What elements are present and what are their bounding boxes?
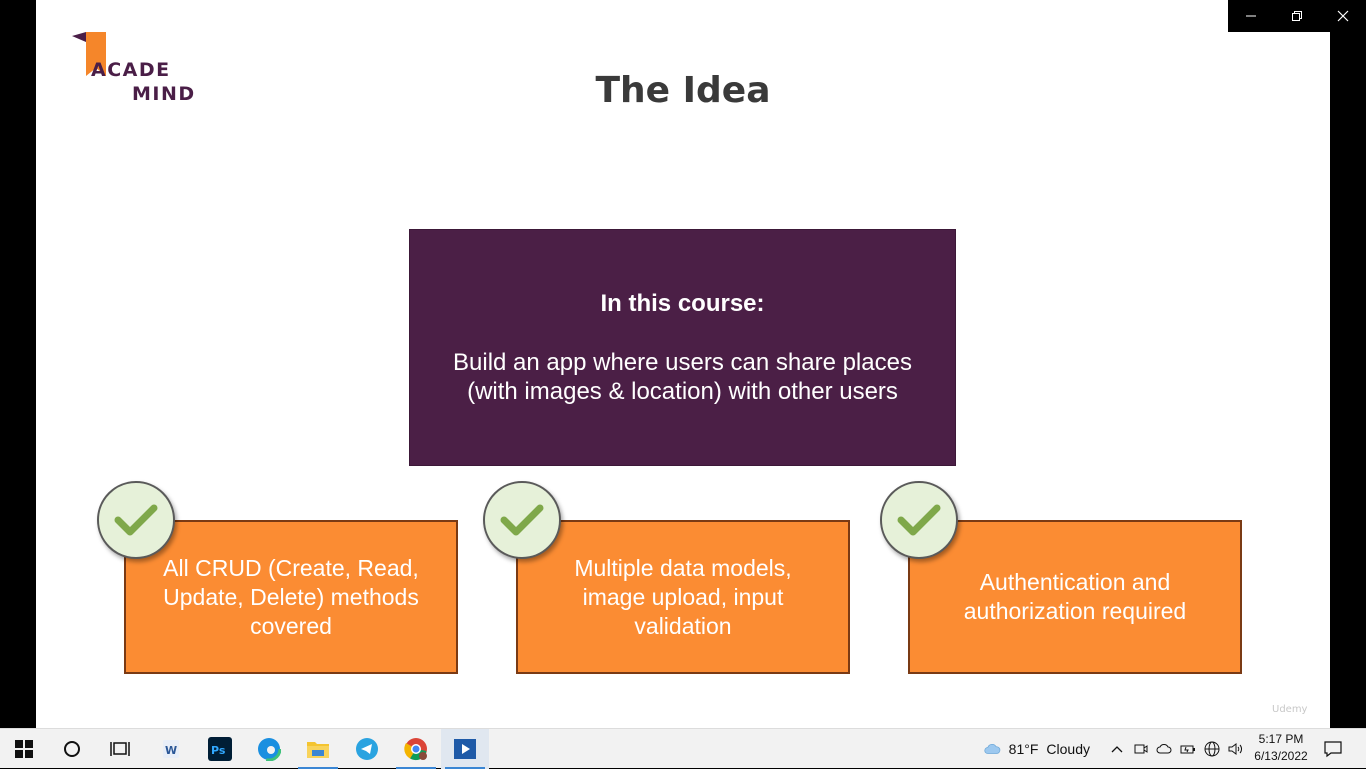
window-controls	[1228, 0, 1366, 32]
windows-logo-icon	[15, 740, 33, 758]
feature-card-line: authorization required	[963, 598, 1187, 624]
search-circle-icon	[64, 741, 80, 757]
logo-text-line1: ACADE	[91, 59, 171, 81]
feature-card-line: Multiple data models,	[574, 554, 792, 581]
task-view-button[interactable]	[96, 729, 144, 769]
chevron-up-icon	[1111, 746, 1123, 753]
weather-widget[interactable]: 81°F Cloudy	[984, 729, 1090, 769]
feature-card-auth: Authentication and authorization require…	[908, 520, 1242, 674]
show-hidden-icons-button[interactable]	[1106, 729, 1128, 769]
tray-volume[interactable]	[1225, 729, 1247, 769]
academind-logo: ACADE MIND	[72, 30, 212, 110]
course-summary-box: In this course: Build an app where users…	[409, 229, 956, 466]
clock-date: 6/13/2022	[1254, 749, 1308, 763]
logo-text-line2: MIND	[132, 83, 196, 105]
telegram-icon	[356, 738, 378, 760]
svg-text:W: W	[165, 744, 177, 757]
media-player-icon	[454, 739, 476, 759]
chrome-browser-icon	[404, 738, 427, 761]
notifications-button[interactable]	[1318, 729, 1348, 769]
close-button[interactable]	[1320, 0, 1366, 32]
speaker-volume-icon	[1228, 743, 1242, 755]
course-summary-body: Build an app where users can share place…	[410, 348, 955, 406]
tray-battery[interactable]	[1177, 729, 1199, 769]
restore-button[interactable]	[1274, 0, 1320, 32]
feature-card-line: Update, Delete) methods	[163, 583, 419, 610]
feature-card-line: validation	[634, 612, 732, 639]
slide-title: The Idea	[595, 70, 771, 111]
taskbar-app-file-explorer[interactable]	[294, 729, 342, 769]
weather-condition: Cloudy	[1046, 741, 1090, 757]
feature-card-line: Authentication and	[979, 569, 1171, 595]
taskbar-app-word[interactable]: W	[147, 729, 195, 769]
checkmark-icon	[483, 481, 561, 559]
battery-icon	[1180, 745, 1195, 754]
tray-onedrive[interactable]	[1153, 729, 1175, 769]
restore-icon	[1292, 11, 1302, 21]
bookmark-logo-icon	[72, 32, 106, 76]
udemy-watermark: Udemy	[1272, 704, 1308, 715]
weather-temp: 81°F	[1008, 741, 1039, 757]
checkmark-icon	[880, 481, 958, 559]
close-icon	[1337, 10, 1349, 22]
feature-card-line: image upload, input	[582, 583, 784, 610]
taskbar-app-media-player[interactable]	[441, 729, 489, 769]
feature-card-data-models: Multiple data models, image upload, inpu…	[516, 520, 850, 674]
onedrive-cloud-icon	[1156, 744, 1172, 754]
start-button[interactable]	[0, 729, 48, 769]
course-summary-line1: Build an app where users can share place…	[453, 349, 912, 376]
checkmark-icon	[97, 481, 175, 559]
edge-browser-icon	[257, 737, 281, 761]
tray-meet-now[interactable]	[1130, 729, 1152, 769]
feature-card-crud: All CRUD (Create, Read, Update, Delete) …	[124, 520, 458, 674]
cloud-weather-icon	[984, 743, 1001, 754]
action-center-icon	[1324, 741, 1342, 758]
taskbar: W Ps 81°F Cloudy 5:17 PM 6/13/202	[0, 728, 1366, 769]
feature-card-line: covered	[250, 612, 332, 639]
svg-text:Ps: Ps	[211, 744, 226, 757]
tray-network[interactable]	[1201, 729, 1223, 769]
folder-icon	[307, 742, 329, 758]
minimize-icon	[1246, 15, 1256, 17]
taskbar-app-photoshop[interactable]: Ps	[196, 729, 244, 769]
meet-now-icon	[1134, 744, 1148, 754]
course-summary-heading: In this course:	[600, 290, 765, 317]
feature-card-line: All CRUD (Create, Read,	[163, 554, 419, 581]
globe-network-icon	[1204, 741, 1220, 757]
word-app-icon: W	[163, 740, 179, 758]
slide-canvas: ACADE MIND The Idea In this course: Buil…	[36, 0, 1330, 728]
taskbar-app-edge[interactable]	[245, 729, 293, 769]
clock-time: 5:17 PM	[1258, 732, 1304, 746]
task-view-icon	[110, 742, 130, 756]
minimize-button[interactable]	[1228, 0, 1274, 32]
taskbar-app-chrome[interactable]	[392, 729, 440, 769]
course-summary-line2: (with images & location) with other user…	[467, 378, 898, 405]
search-button[interactable]	[48, 729, 96, 769]
photoshop-app-icon: Ps	[208, 737, 232, 761]
taskbar-app-telegram[interactable]	[343, 729, 391, 769]
taskbar-clock[interactable]: 5:17 PM 6/13/2022	[1240, 731, 1322, 765]
